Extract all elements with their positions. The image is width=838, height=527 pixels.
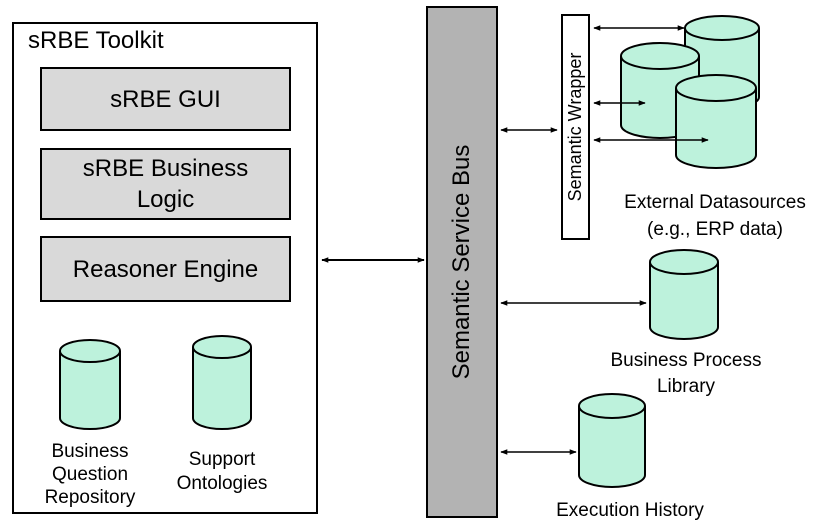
srbe-gui-box: sRBE GUI	[40, 67, 291, 131]
external-datasource-cylinder-front	[675, 74, 757, 169]
semantic-wrapper	[561, 14, 590, 240]
execution-history-label: Execution History	[556, 500, 704, 521]
srbe-business-logic-box: sRBE Business Logic	[40, 148, 291, 220]
business-process-library-cylinder	[649, 249, 719, 340]
support-ontologies-cylinder	[192, 335, 252, 430]
external-datasources-label: External Datasources (e.g., ERP data)	[624, 192, 806, 240]
srbe-gui-label: sRBE GUI	[110, 85, 221, 113]
reasoner-engine-box: Reasoner Engine	[40, 236, 291, 302]
srbe-business-logic-label: sRBE Business Logic	[82, 155, 249, 213]
business-question-repository-label: Business Question Repository	[44, 441, 136, 508]
business-process-library-label: Business Process Library	[610, 350, 762, 397]
business-question-repository-cylinder	[59, 339, 121, 430]
srbe-toolkit-title: sRBE Toolkit	[28, 27, 164, 54]
reasoner-engine-label: Reasoner Engine	[72, 255, 259, 283]
semantic-service-bus	[426, 6, 498, 518]
support-ontologies-label: Support Ontologies	[176, 449, 268, 494]
execution-history-cylinder	[578, 393, 646, 488]
